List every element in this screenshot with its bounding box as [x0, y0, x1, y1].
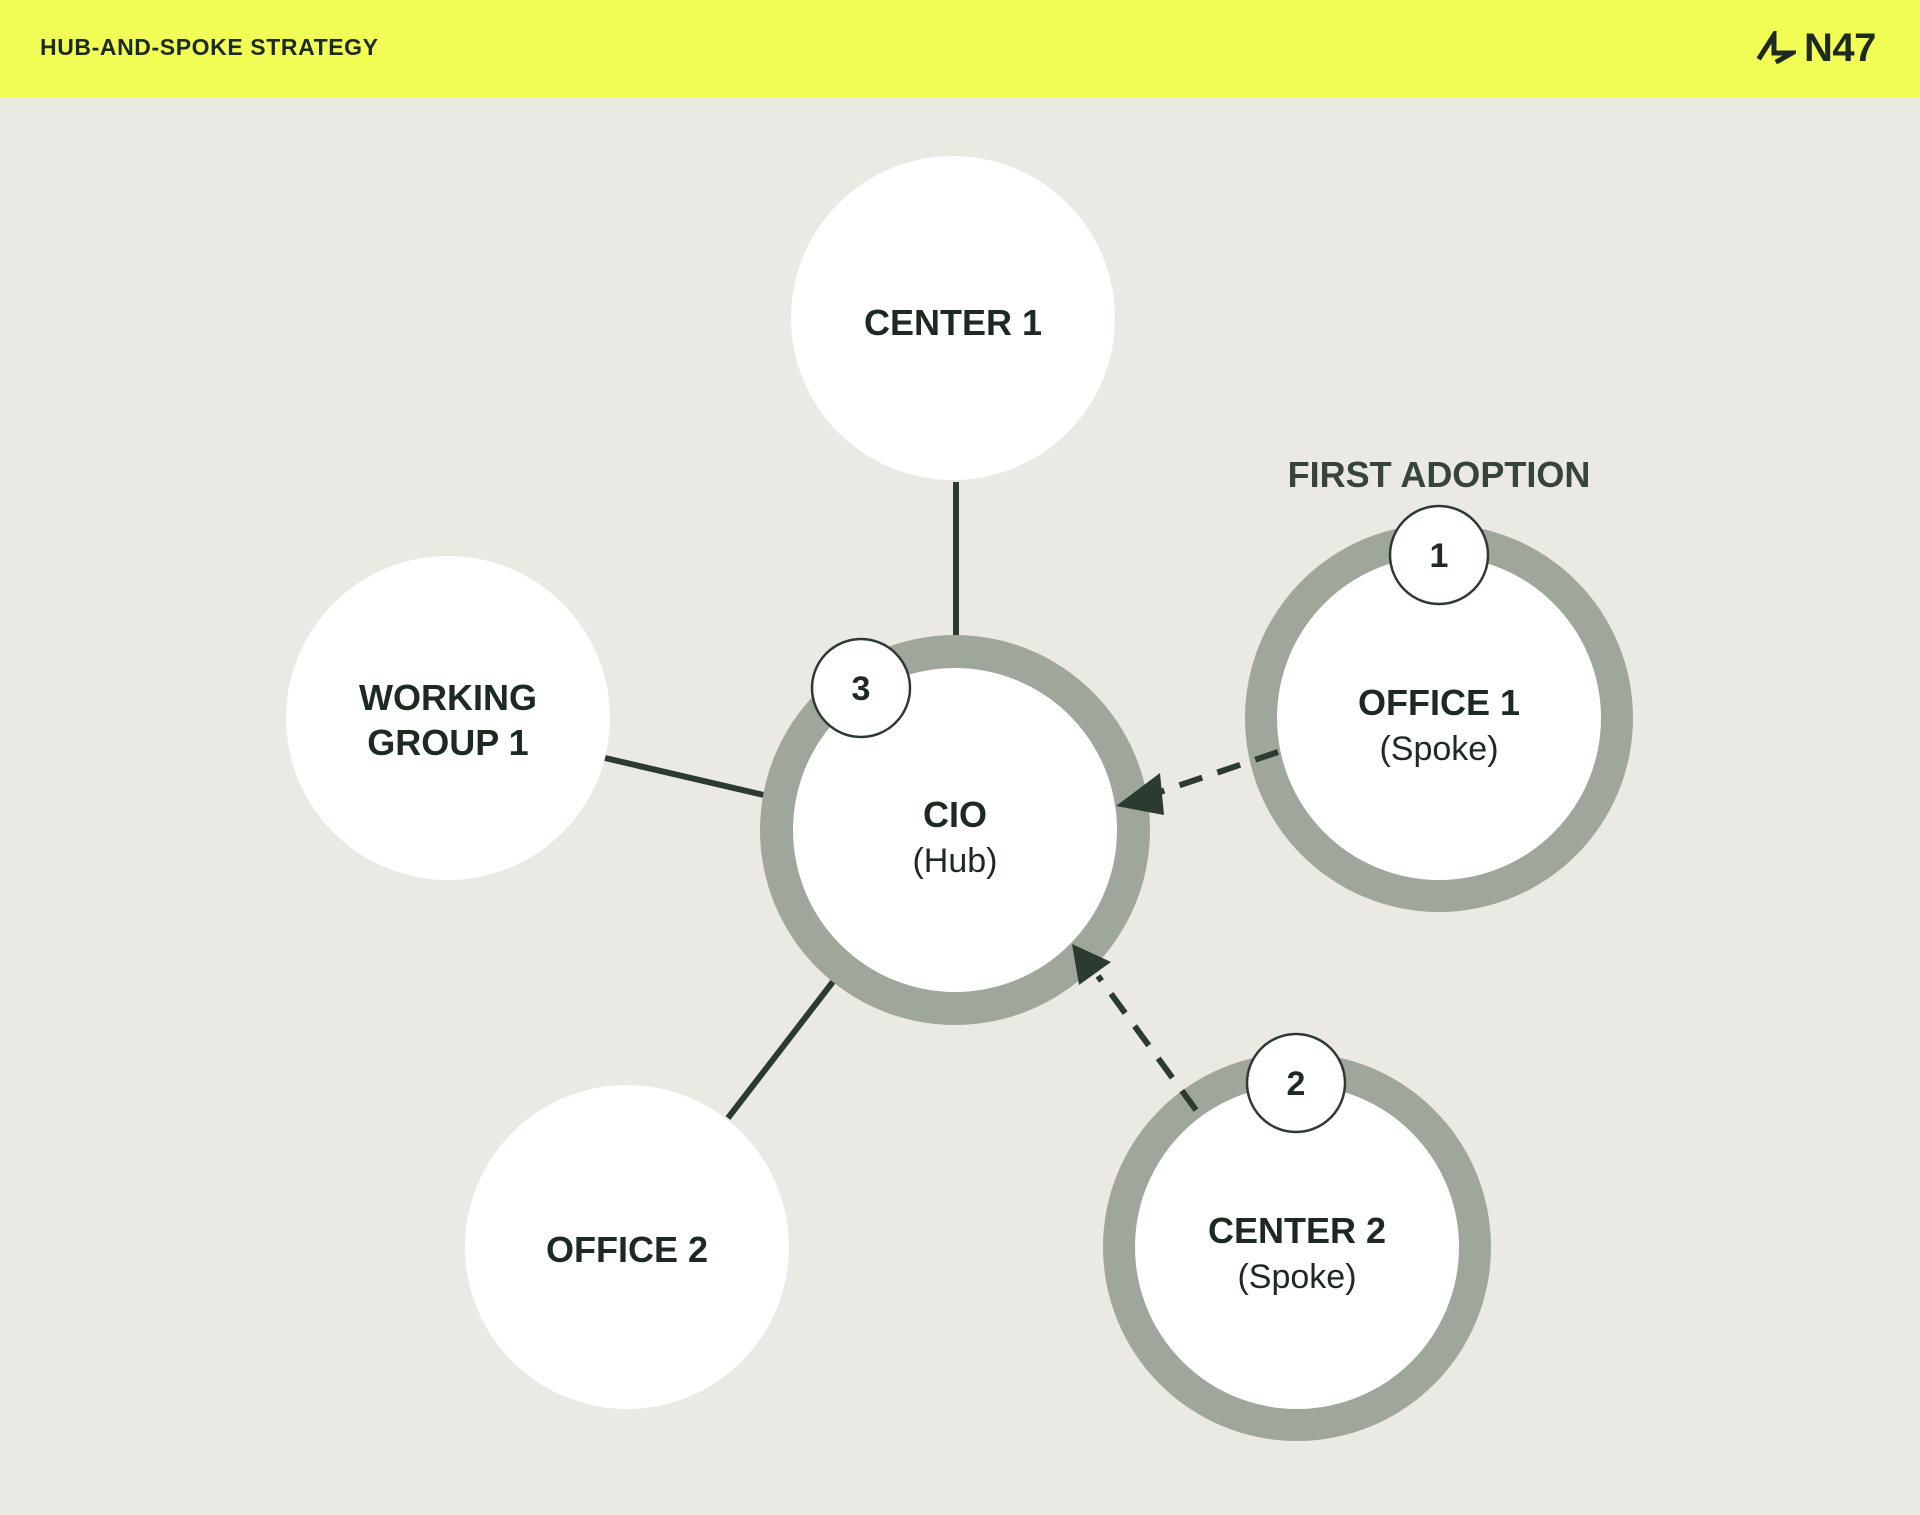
- cio-label: CIO: [923, 794, 987, 835]
- n47-logo-icon: [1756, 31, 1796, 65]
- center2-sublabel: (Spoke): [1237, 1258, 1356, 1296]
- office2-label: OFFICE 2: [546, 1229, 708, 1270]
- arrow-office1-to-cio: [1147, 749, 1279, 799]
- center1-label: CENTER 1: [864, 302, 1042, 343]
- working-group1-label-line1: WORKING: [359, 677, 537, 718]
- logo-wordmark: N47: [1804, 25, 1876, 70]
- badge-1-circle: [1388, 504, 1490, 606]
- cio-node: [793, 668, 1117, 992]
- n47-logo: N47: [1756, 24, 1876, 72]
- connector-office2-cio: [725, 955, 855, 1120]
- working-group1-label-line2: GROUP 1: [367, 722, 528, 763]
- center2-label: CENTER 2: [1208, 1210, 1386, 1251]
- office1-label: OFFICE 1: [1358, 682, 1520, 723]
- office1-node: [1277, 556, 1601, 880]
- office2-node: [465, 1085, 789, 1409]
- cio-sublabel: (Hub): [912, 842, 997, 880]
- header-bar: HUB-AND-SPOKE STRATEGY N47: [0, 0, 1920, 97]
- arrow-office1-to-cio-head: [1116, 773, 1164, 815]
- first-adoption-label: FIRST ADOPTION: [1288, 454, 1591, 495]
- badge-1-label: 1: [1430, 537, 1449, 575]
- arrow-center2-to-cio-head: [1072, 944, 1111, 985]
- center1-node: [791, 156, 1115, 480]
- page-title: HUB-AND-SPOKE STRATEGY: [40, 34, 379, 60]
- badge-2-circle: [1245, 1032, 1347, 1134]
- badge-3-circle: [810, 637, 912, 739]
- arrow-center2-to-cio: [1095, 974, 1199, 1112]
- connector-workinggroup1-cio: [604, 755, 795, 805]
- badge-2-label: 2: [1287, 1065, 1306, 1103]
- center2-node: [1135, 1085, 1459, 1409]
- office1-sublabel: (Spoke): [1379, 730, 1498, 768]
- working-group1-node: [286, 556, 610, 880]
- badge-3-label: 3: [852, 670, 871, 708]
